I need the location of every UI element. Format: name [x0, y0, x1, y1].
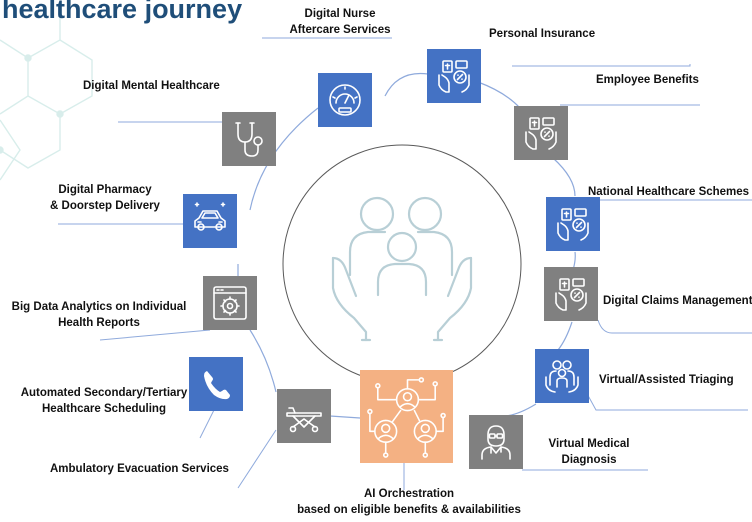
label-line: Diagnosis: [561, 454, 617, 466]
insurance-hands-icon: [525, 117, 557, 150]
label-line: Aftercare Services: [289, 24, 391, 36]
label-digital-nurse: Digital Nurse Aftercare Services: [285, 6, 395, 38]
family-care-icon: [545, 360, 579, 393]
label-line: Virtual/Assisted Triaging: [599, 374, 734, 386]
label-personal-insurance: Personal Insurance: [489, 26, 595, 42]
label-line: Virtual Medical: [548, 438, 630, 450]
ring-arc-left-low: [249, 329, 277, 393]
icon-box-scheduling: [189, 357, 243, 411]
page-title: healthcare journey: [2, 0, 243, 24]
car-icon: [194, 202, 226, 231]
ring-arc-right-top: [477, 81, 521, 109]
connector-scheduling: [199, 409, 215, 439]
connectors: [58, 37, 752, 490]
label-mental-health: Digital Mental Healthcare: [83, 78, 220, 94]
label-line: Employee Benefits: [596, 74, 699, 86]
label-line: Healthcare Scheduling: [42, 403, 166, 415]
icon-box-national-schemes: [546, 197, 600, 251]
ring-arc-top: [384, 72, 429, 97]
family-protect-icon: [331, 196, 473, 342]
icon-box-big-data: [203, 276, 257, 330]
label-line: Big Data Analytics on Individual: [11, 301, 187, 313]
icon-box-digital-nurse: [318, 73, 372, 127]
label-line: National Healthcare Schemes: [588, 186, 750, 198]
label-scheduling: Automated Secondary/Tertiary Healthcare …: [11, 385, 197, 417]
icon-box-mental-health: [222, 112, 276, 166]
speedometer-icon: [329, 84, 361, 116]
icon-box-personal-insurance: [427, 49, 481, 103]
label-line: Health Reports: [58, 317, 140, 329]
label-virtual-diagnosis: Virtual Medical Diagnosis: [534, 436, 644, 468]
stretcher-icon: [286, 407, 322, 433]
icon-box-ambulatory: [277, 389, 331, 443]
label-line: Digital Pharmacy: [58, 184, 152, 196]
label-line: & Doorstep Delivery: [50, 200, 160, 212]
icon-box-virtual-diagnosis: [469, 415, 523, 469]
label-line: Digital Nurse: [304, 8, 376, 20]
icon-box-employee-benefits: [514, 106, 568, 160]
stethoscope-icon: [235, 122, 263, 157]
label-pharmacy: Digital Pharmacy & Doorstep Delivery: [45, 182, 165, 214]
label-line: Automated Secondary/Tertiary: [20, 387, 188, 399]
label-line: Digital Claims Management: [603, 295, 752, 307]
label-line: Ambulatory Evacuation Services: [50, 463, 229, 475]
label-line: AI Orchestration: [363, 488, 455, 500]
icon-box-pharmacy: [183, 194, 237, 248]
label-line: Digital Mental Healthcare: [83, 80, 220, 92]
label-ambulatory: Ambulatory Evacuation Services: [50, 461, 229, 477]
phone-icon: [204, 371, 230, 400]
icon-box-virtual-triaging: [535, 349, 589, 403]
label-big-data: Big Data Analytics on Individual Health …: [6, 299, 192, 331]
connector-ambulatory: [237, 429, 277, 489]
connector-insurance: [512, 64, 691, 67]
label-national-schemes: National Healthcare Schemes: [588, 184, 749, 200]
ring-arc-right: [552, 157, 576, 197]
label-ai-orchestration: AI Orchestration based on eligible benef…: [284, 486, 534, 518]
connector-claims: [597, 319, 752, 334]
insurance-hands-icon: [438, 60, 470, 93]
label-line: Personal Insurance: [489, 28, 596, 40]
label-digital-claims: Digital Claims Management: [603, 293, 752, 309]
connector-triaging: [584, 389, 748, 411]
icon-box-ai-orchestration: [360, 370, 453, 463]
label-line: based on eligible benefits & availabilit…: [297, 504, 521, 516]
connector-bigdata: [99, 329, 211, 341]
doctor-icon: [481, 425, 511, 460]
network-people-icon: [367, 377, 446, 458]
ring-arc-bottom-left: [329, 415, 361, 419]
ring-arc-right-low: [557, 321, 573, 351]
analytics-gear-icon: [213, 286, 247, 320]
insurance-hands-icon: [557, 208, 589, 241]
label-virtual-triaging: Virtual/Assisted Triaging: [599, 372, 734, 388]
icon-box-digital-claims: [544, 267, 598, 321]
label-employee-benefits: Employee Benefits: [596, 72, 699, 88]
insurance-hands-icon: [555, 278, 587, 311]
